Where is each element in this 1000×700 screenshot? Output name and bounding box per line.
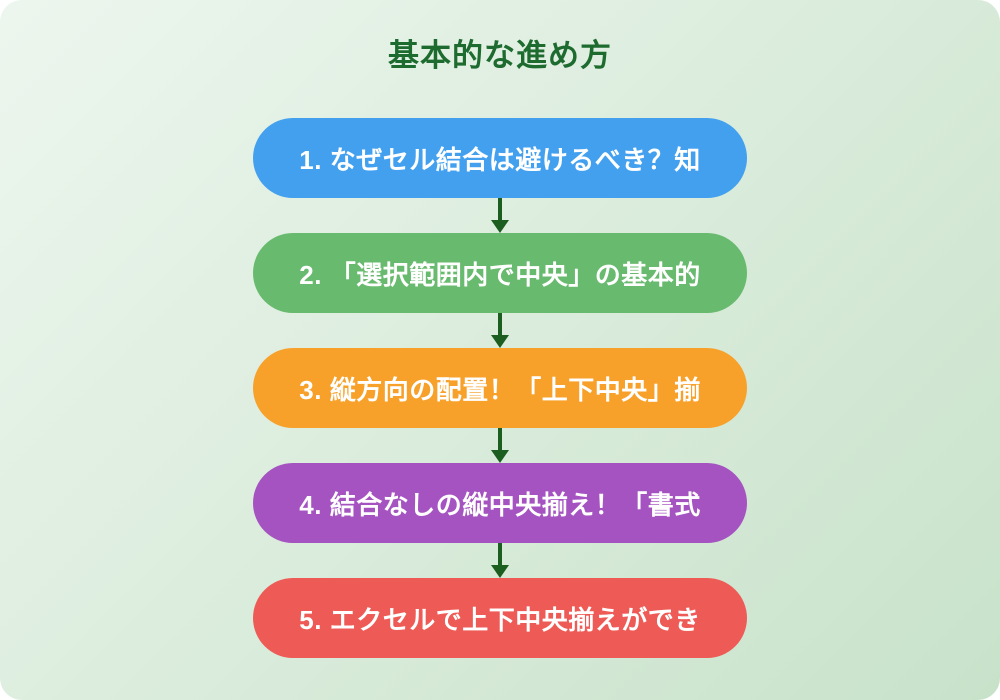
- flow-step-4: 4. 結合なしの縦中央揃え！「書式: [253, 463, 747, 543]
- arrow-down-icon: [491, 198, 509, 233]
- arrow-down-icon: [491, 543, 509, 578]
- page-title: 基本的な進め方: [388, 38, 612, 73]
- flow-step-1: 1. なぜセル結合は避けるべき？知: [253, 118, 747, 198]
- flow-step-3: 3. 縦方向の配置！「上下中央」揃: [253, 348, 747, 428]
- flow-step-2: 2. 「選択範囲内で中央」の基本的: [253, 233, 747, 313]
- flow-step-5: 5. エクセルで上下中央揃えができ: [253, 578, 747, 658]
- arrow-down-icon: [491, 313, 509, 348]
- flow-diagram: 1. なぜセル結合は避けるべき？知 2. 「選択範囲内で中央」の基本的 3. 縦…: [0, 118, 1000, 658]
- arrow-down-icon: [491, 428, 509, 463]
